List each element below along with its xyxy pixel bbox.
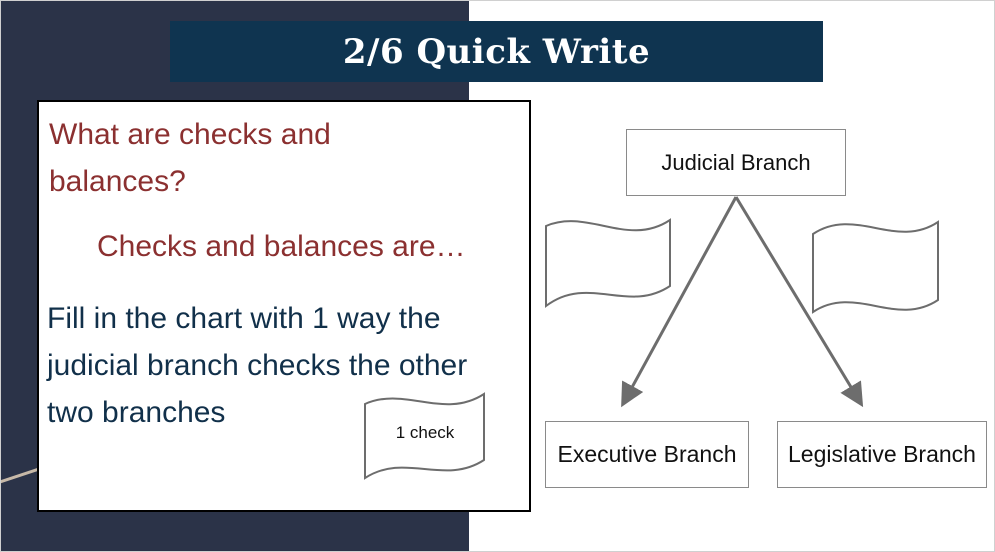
example-banner-label: 1 check <box>395 423 455 442</box>
left-banner-shape <box>545 218 671 309</box>
executive-branch-box: Executive Branch <box>545 421 749 488</box>
judicial-branch-box: Judicial Branch <box>626 129 846 196</box>
legislative-branch-box: Legislative Branch <box>777 421 987 488</box>
example-banner-shape <box>364 392 485 480</box>
prompt-question: What are checks and balances? <box>49 118 331 198</box>
arrow-to-legislative <box>734 196 864 408</box>
title-bar: 2/6 Quick Write <box>170 21 823 82</box>
right-banner-shape <box>812 220 939 314</box>
prompt-instruction: Fill in the chart with 1 way the judicia… <box>47 302 468 429</box>
arrow-to-executive <box>621 196 738 408</box>
prompt-starter: Checks and balances are… <box>97 230 466 263</box>
slide-title: 2/6 Quick Write <box>342 31 651 72</box>
